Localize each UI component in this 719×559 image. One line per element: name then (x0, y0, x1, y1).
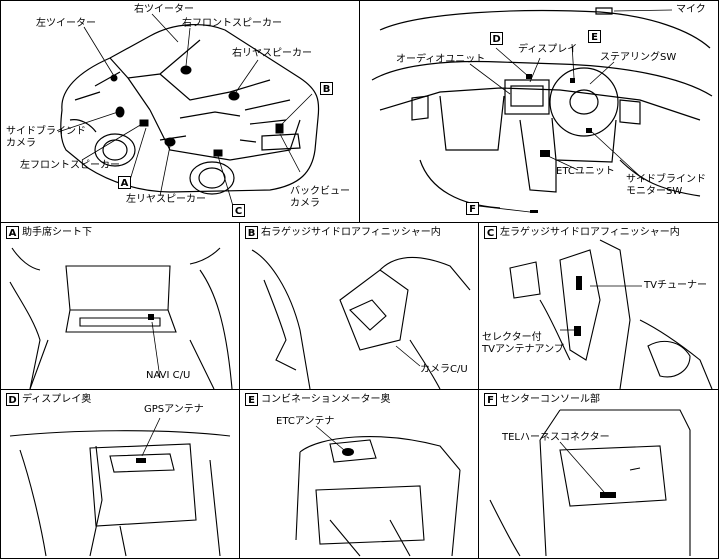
panel-e-title-text: コンビネーションメーター奥 (261, 394, 391, 405)
panel-f-letter: F (484, 393, 497, 406)
marker-d: D (490, 32, 503, 45)
panel-f-title-text: センターコンソール部 (500, 394, 600, 405)
panel-a-component (148, 314, 154, 320)
cabin-leader-lines (469, 9, 673, 213)
label-right-rear-speaker: 右リヤスピーカー (232, 48, 312, 59)
label-mic: マイク (676, 4, 706, 15)
marker-e: E (588, 30, 601, 43)
panel-f-component (600, 492, 616, 498)
panel-a-illustration (9, 247, 233, 390)
panel-e-letter: E (245, 393, 258, 406)
panel-c-illustration (509, 239, 713, 390)
label-etc-antenna: ETCアンテナ (276, 416, 335, 427)
panel-b-letter: B (245, 226, 258, 239)
panel-d-illustration (9, 430, 231, 557)
label-side-blind-monitor-sw: サイドブラインド モニターSW (626, 174, 706, 197)
label-display: ディスプレイ (518, 44, 578, 55)
panel-e-component (342, 448, 354, 456)
cabin-components (526, 74, 592, 213)
panel-d-letter: D (6, 393, 19, 406)
label-navi-cu: NAVI C/U (146, 370, 191, 381)
label-left-tweeter: 左ツイーター (36, 18, 96, 29)
panel-b-title-text: 右ラゲッジサイドロアフィニッシャー内 (261, 227, 441, 238)
vehicle-exterior-illustration (60, 24, 320, 195)
cabin-illustration (371, 7, 713, 209)
marker-b: B (320, 82, 333, 95)
label-left-rear-speaker: 左リヤスピーカー (126, 194, 206, 205)
label-right-front-speaker: 右フロントスピーカー (182, 18, 282, 29)
panel-a-letter: A (6, 226, 19, 239)
label-etc-unit: ETCユニット (556, 166, 615, 177)
label-side-blind-camera: サイドブラインド カメラ (6, 126, 86, 149)
label-steering-sw: ステアリングSW (600, 52, 677, 63)
label-left-front-speaker: 左フロントスピーカー (20, 160, 120, 171)
panel-c-title-text: 左ラゲッジサイドロアフィニッシャー内 (500, 227, 680, 238)
panel-c-components (574, 276, 582, 336)
panel-a-title-text: 助手席シート下 (22, 227, 92, 238)
label-audio-unit: オーディオユニット (396, 54, 486, 65)
marker-a: A (118, 176, 131, 189)
marker-f: F (466, 202, 479, 215)
panel-d-title-text: ディスプレイ奥 (22, 394, 92, 405)
label-right-tweeter: 右ツイーター (134, 4, 194, 15)
panel-d-component (136, 458, 146, 463)
label-tv-tuner: TVチューナー (644, 280, 707, 291)
panel-f-illustration (489, 409, 691, 557)
panel-c-letter: C (484, 226, 497, 239)
label-camera-cu: カメラC/U (420, 364, 468, 375)
label-gps-antenna: GPSアンテナ (144, 404, 204, 415)
label-back-view-camera: バックビュー カメラ (290, 186, 350, 209)
marker-c: C (232, 204, 245, 217)
vehicle-leader-lines (57, 13, 313, 207)
panel-e-illustration (295, 436, 461, 557)
panel-b-illustration (251, 249, 471, 390)
label-tv-antenna-amp: セレクター付 TVアンテナアンプ (482, 332, 564, 355)
vehicle-components (110, 65, 284, 157)
label-tel-harness-connector: TELハーネスコネクター (502, 432, 610, 443)
